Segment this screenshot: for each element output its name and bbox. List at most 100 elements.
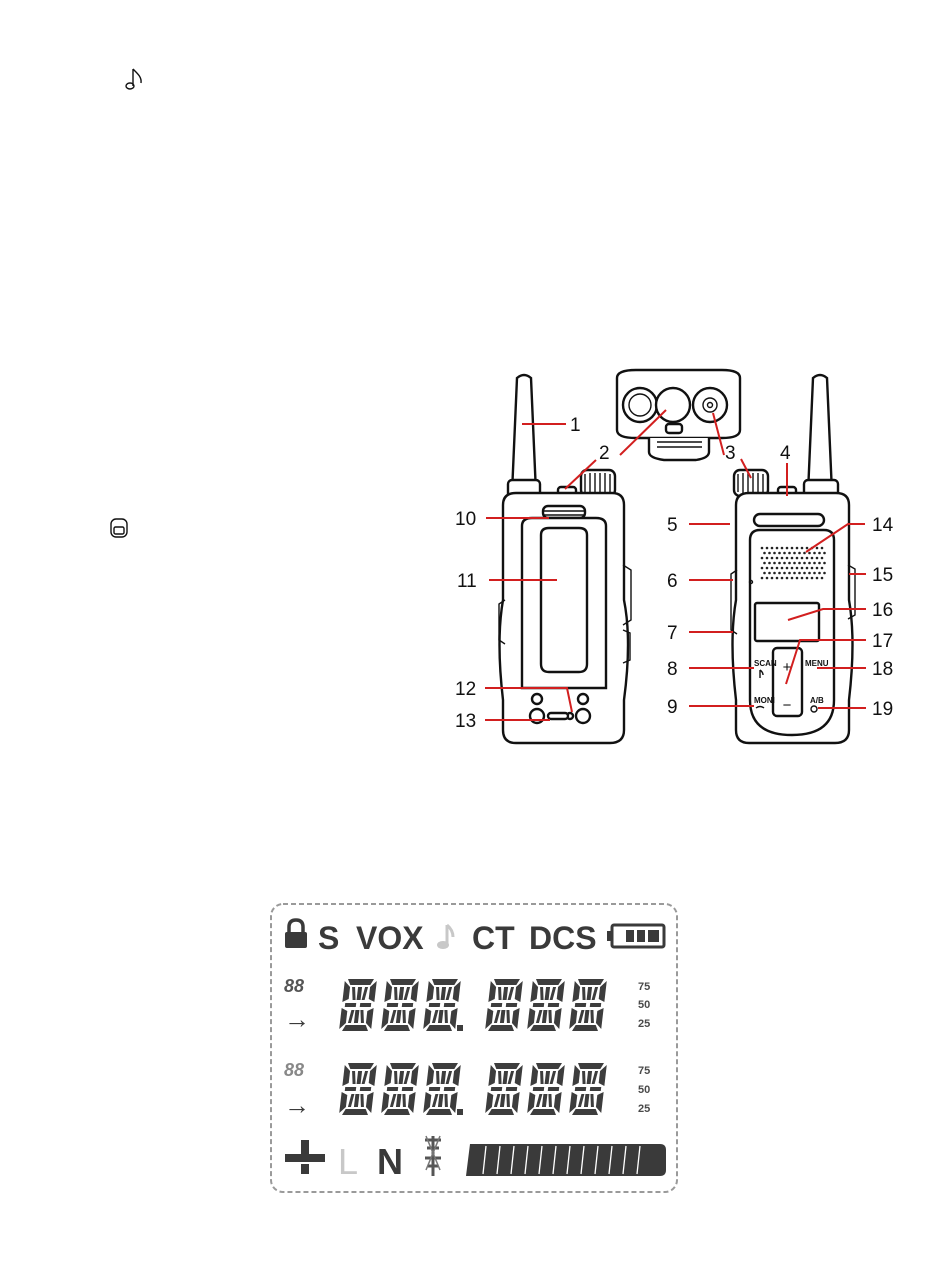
grille-hole [776,567,779,570]
menu-key-label: MENU [805,659,829,668]
lcd-segment [402,1003,413,1007]
lcd-segment [429,1003,440,1007]
grille-hole [781,557,784,560]
callout-19: 19 [872,699,893,720]
lcd-segment [432,979,458,985]
signal-bar-body [466,1144,666,1176]
lcd-segment [506,1003,517,1007]
callout-14: 14 [872,515,894,536]
grille-hole [793,552,796,555]
lcd-segment [394,1071,398,1084]
grille-hole [763,552,766,555]
step-b-75: 75 [638,1065,650,1077]
belt-clip-inner [541,528,587,672]
grille-hole [816,577,819,580]
grille-hole [801,557,804,560]
lcd-segment [402,1010,406,1023]
callout-7: 7 [667,623,678,644]
callout-9: 9 [667,697,678,718]
channel-b-digits: 88 [284,1060,304,1080]
grille-hole [801,547,804,550]
grille-hole [806,557,809,560]
step-b-25: 25 [638,1103,650,1115]
grille-hole [798,562,801,565]
lcd-segment [540,1071,544,1084]
grille-hole [821,557,824,560]
grille-hole [811,557,814,560]
grille-hole [761,567,764,570]
lcd-l-indicator: L [338,1141,358,1182]
lcd-segment [436,987,440,1000]
lcd-segment [491,1087,502,1091]
grille-hole [776,547,779,550]
step-a-50: 50 [638,999,650,1011]
grille-hole [816,557,819,560]
grille-hole [796,567,799,570]
callout-6: 6 [667,571,678,592]
grille-hole [786,557,789,560]
grille-hole [773,572,776,575]
antenna [512,375,536,493]
callout-8: 8 [667,659,678,680]
lcd-segment [348,1063,374,1069]
grille-hole [788,562,791,565]
lcd-segment [444,1010,448,1023]
lcd-segment [548,1087,559,1091]
grille-hole [771,577,774,580]
lcd-segment [575,1087,586,1091]
lcd-segment [491,1003,502,1007]
lcd-segment [360,1094,364,1107]
lcd-segment [582,1071,586,1084]
grille-hole [786,567,789,570]
grille-hole [806,577,809,580]
lcd-window [755,603,819,641]
grille-hole [791,557,794,560]
lcd-segment [572,1025,598,1031]
grille-hole [803,572,806,575]
callout-18: 18 [872,659,893,680]
step-a-75: 75 [638,981,650,993]
lcd-segment [360,1087,371,1091]
callout-13: 13 [455,711,476,732]
grille-hole [813,562,816,565]
moni-key-label: MONI [754,696,775,705]
minus-label: − [783,697,792,714]
grille-hole [781,577,784,580]
lcd-segment [387,1087,398,1091]
grille-hole [773,552,776,555]
lcd-segment [506,1094,510,1107]
grille-hole [796,557,799,560]
lcd-segment [506,1010,510,1023]
lcd-segment [572,1109,598,1115]
grille-hole [763,562,766,565]
lcd-segment [436,1071,440,1084]
callout-4: 4 [780,443,791,464]
lcd-segment [494,979,520,985]
grille-hole [771,557,774,560]
grille-hole [803,562,806,565]
grille-hole [773,562,776,565]
lcd-segment [548,1010,552,1023]
lcd-segment [590,1087,601,1091]
grille-hole [778,562,781,565]
lcd-segment [384,1025,410,1031]
grille-hole [768,562,771,565]
earphone-jack [656,388,690,422]
lcd-segment [590,1094,594,1107]
grille-hole [783,572,786,575]
lcd-segment [578,979,604,985]
grille-hole [793,572,796,575]
grille-hole [776,577,779,580]
grille-hole [763,572,766,575]
grille-hole [806,567,809,570]
lcd-segment [394,987,398,1000]
lcd-segment [402,1094,406,1107]
lcd-dcs-indicator: DCS [529,920,597,956]
grille-hole [761,557,764,560]
grille-hole [811,577,814,580]
grille-hole [816,567,819,570]
grille-hole [776,557,779,560]
lcd-segment [352,987,356,1000]
lcd-segment [390,1063,416,1069]
